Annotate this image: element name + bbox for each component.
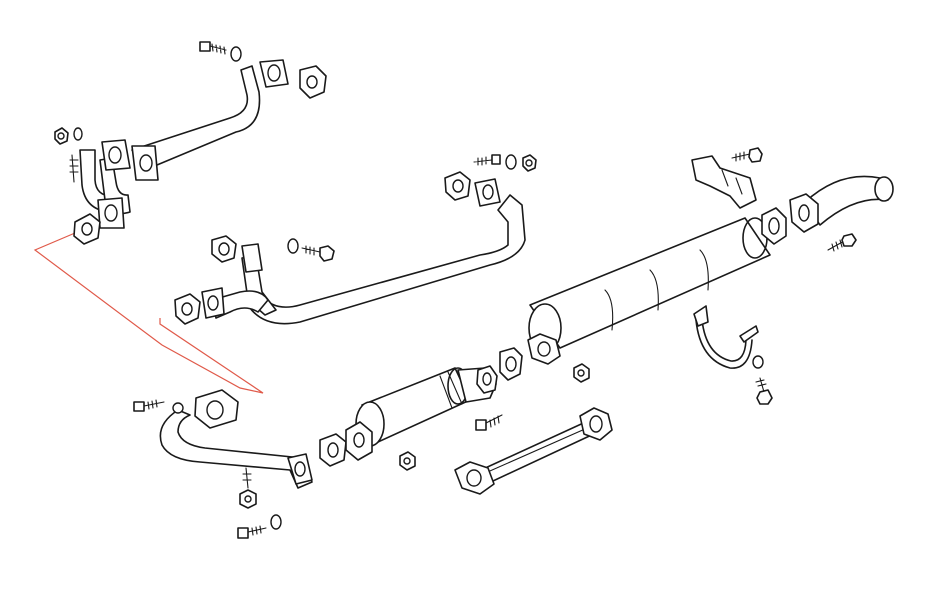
bolt-top-left: [199, 41, 227, 55]
front-exhaust-pipe: [79, 65, 261, 215]
manifold-flange-mid: [201, 243, 263, 319]
gasket-mid-b: [174, 293, 201, 325]
gasket-rear-pipe: [319, 433, 347, 467]
cross-over-flange: [474, 178, 501, 207]
tailpipe: [804, 175, 894, 226]
bolt-mid: [301, 245, 335, 262]
bolt-tailpipe: [827, 233, 857, 252]
bolt-rear-pipe-b: [237, 525, 267, 539]
gasket-crossover-top: [444, 171, 471, 201]
muffler-inlet-flange: [527, 333, 561, 365]
nut-rear-pipe-a: [239, 489, 257, 509]
gasket-cat-outlet: [499, 347, 523, 381]
manifold-flange-left: [97, 139, 159, 229]
nut-muffler: [573, 363, 590, 383]
washer-mid: [287, 238, 299, 254]
stud-front-left: [69, 154, 79, 183]
gasket-front-left: [73, 213, 101, 245]
tailpipe-flange: [789, 193, 819, 233]
muffler-outlet-flange: [761, 207, 787, 245]
cat-inlet-flange: [345, 421, 373, 461]
exhaust-manifold-flange: [172, 389, 239, 429]
nut-front-left: [54, 127, 83, 145]
rear-pipe-flange: [287, 453, 313, 485]
cat-outlet-flange: [476, 365, 498, 394]
bolt-cat: [475, 414, 503, 431]
intermediate-flange-rear: [579, 407, 613, 441]
muffler: [528, 217, 771, 353]
bolt-crossover: [473, 154, 501, 166]
muffler-clamp: [693, 305, 759, 369]
front-pipe-flange: [259, 59, 289, 88]
stud-rear-pipe: [242, 467, 252, 489]
leader-line: [33, 232, 264, 394]
nut-crossover: [522, 154, 537, 172]
heat-shield-bracket: [691, 155, 757, 209]
bolt-bracket: [731, 147, 763, 163]
bolt-rear-pipe: [133, 399, 165, 412]
gasket-front-top: [299, 65, 327, 99]
bolt-clamp: [755, 377, 773, 405]
nut-cat: [399, 451, 416, 471]
catalytic-converter: [355, 367, 497, 447]
washer-clamp: [752, 355, 764, 369]
intermediate-flange-front: [454, 461, 495, 495]
washer-rear-pipe: [270, 514, 282, 530]
rear-down-pipe: [159, 409, 313, 489]
gasket-mid-a: [211, 235, 237, 263]
washer-crossover: [505, 154, 517, 170]
washer-top-left: [230, 46, 242, 62]
